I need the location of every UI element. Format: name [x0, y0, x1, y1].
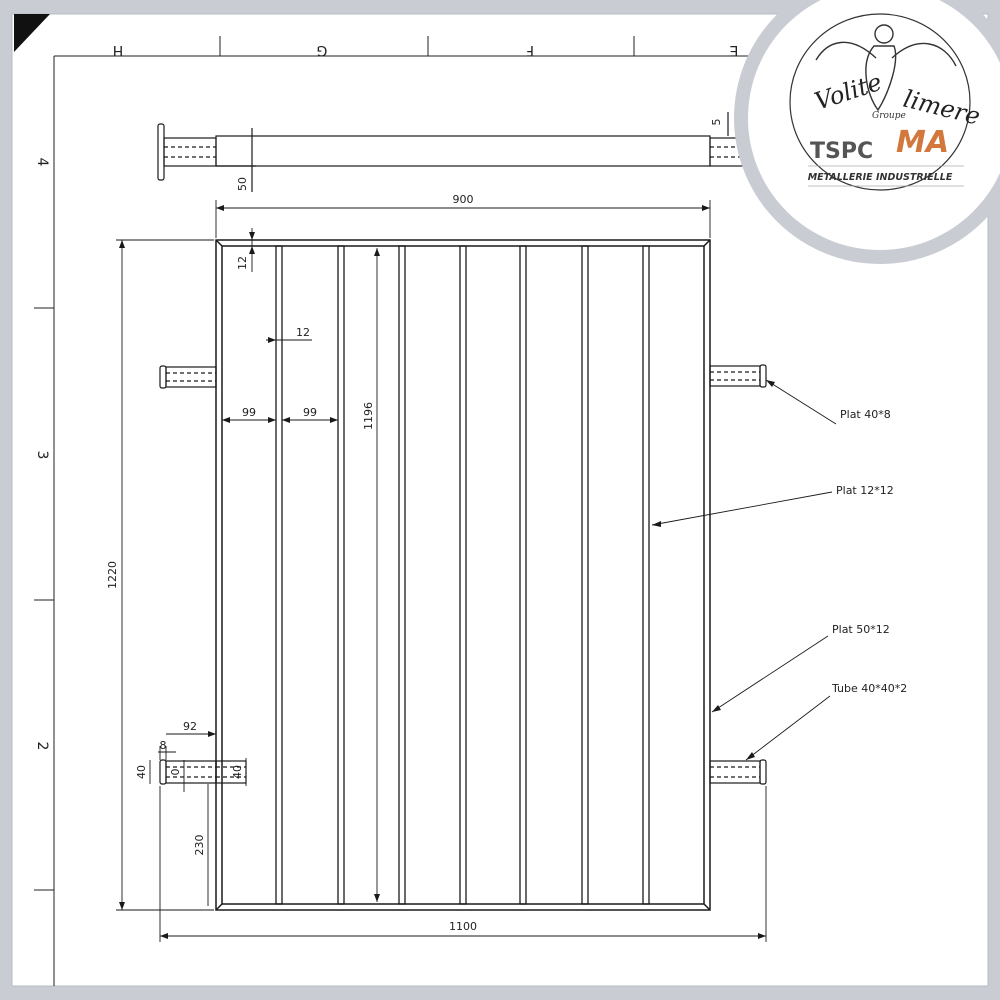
grid-row-2: 2: [34, 742, 50, 751]
grid-col-g: G: [317, 42, 328, 58]
dim-tube-height-left: 40: [135, 765, 148, 779]
dim-hinge-offset: 92: [183, 720, 197, 733]
bar-4: [459, 245, 467, 905]
dim-bar-spacing-2: 99: [303, 406, 317, 419]
callout-leaders: [651, 379, 837, 761]
grid-col-e: E: [730, 42, 739, 58]
dim-total-width: 1100: [449, 920, 477, 933]
bar-7: [642, 245, 650, 905]
dim-frame-thickness: 12: [236, 256, 249, 270]
dim-inner-bar-length: 1196: [362, 402, 375, 430]
bar-1: [275, 245, 283, 905]
row-ticks: [34, 307, 54, 891]
dim-gap: 0: [169, 769, 182, 776]
dim-overall-height: 1220: [106, 561, 119, 589]
logo-tspc: TSPC: [810, 139, 873, 164]
callout-arrows: [652, 380, 775, 760]
hinges-right: [709, 364, 767, 785]
callout-plat-40x8: Plat 40*8: [840, 408, 891, 421]
logo-groupe: Groupe: [872, 111, 906, 121]
logo-disc: [748, 0, 1000, 250]
grid-col-f: F: [526, 42, 534, 58]
logo-emblem-ellipse: [789, 13, 971, 191]
dim-tube-height-right: 40: [231, 765, 244, 779]
logo-tagline: METALLERIE INDUSTRIELLE: [808, 172, 953, 183]
dimension-arrows: [119, 205, 766, 939]
dim-bar-thickness: 12: [296, 326, 310, 339]
callout-plat-50x12: Plat 50*12: [832, 623, 890, 636]
dimension-lines: [116, 200, 767, 942]
dim-bar-spacing-1: 99: [242, 406, 256, 419]
dim-overall-width: 900: [453, 193, 474, 206]
grid-col-h: H: [113, 42, 124, 58]
callout-tube-40x40x2: Tube 40*40*2: [831, 682, 907, 695]
dim-top-view-height: 50: [236, 177, 249, 191]
company-logo: Volite limere Groupe TSPC MA METALLERIE …: [734, 0, 1000, 264]
dim-hinge-from-bottom: 230: [193, 835, 206, 856]
logo-ma: MA: [896, 125, 949, 160]
bar-6: [581, 245, 589, 905]
logo-angel-icon: [815, 24, 957, 112]
bar-2: [337, 245, 345, 905]
hinges-left: [159, 365, 247, 785]
grid-row-3: 3: [34, 451, 50, 460]
vertical-bars: [275, 245, 650, 905]
frame-outer: [215, 239, 711, 911]
bar-3: [398, 245, 406, 905]
column-ticks: [219, 36, 635, 56]
bar-5: [519, 245, 527, 905]
dim-plate-thickness: 8: [160, 739, 167, 752]
callout-plat-12x12: Plat 12*12: [836, 484, 894, 497]
sheet-corner-marker: [14, 14, 50, 52]
top-view: [157, 112, 761, 192]
grid-row-4: 4: [34, 158, 50, 167]
dim-top-view-small: 5: [710, 119, 723, 126]
